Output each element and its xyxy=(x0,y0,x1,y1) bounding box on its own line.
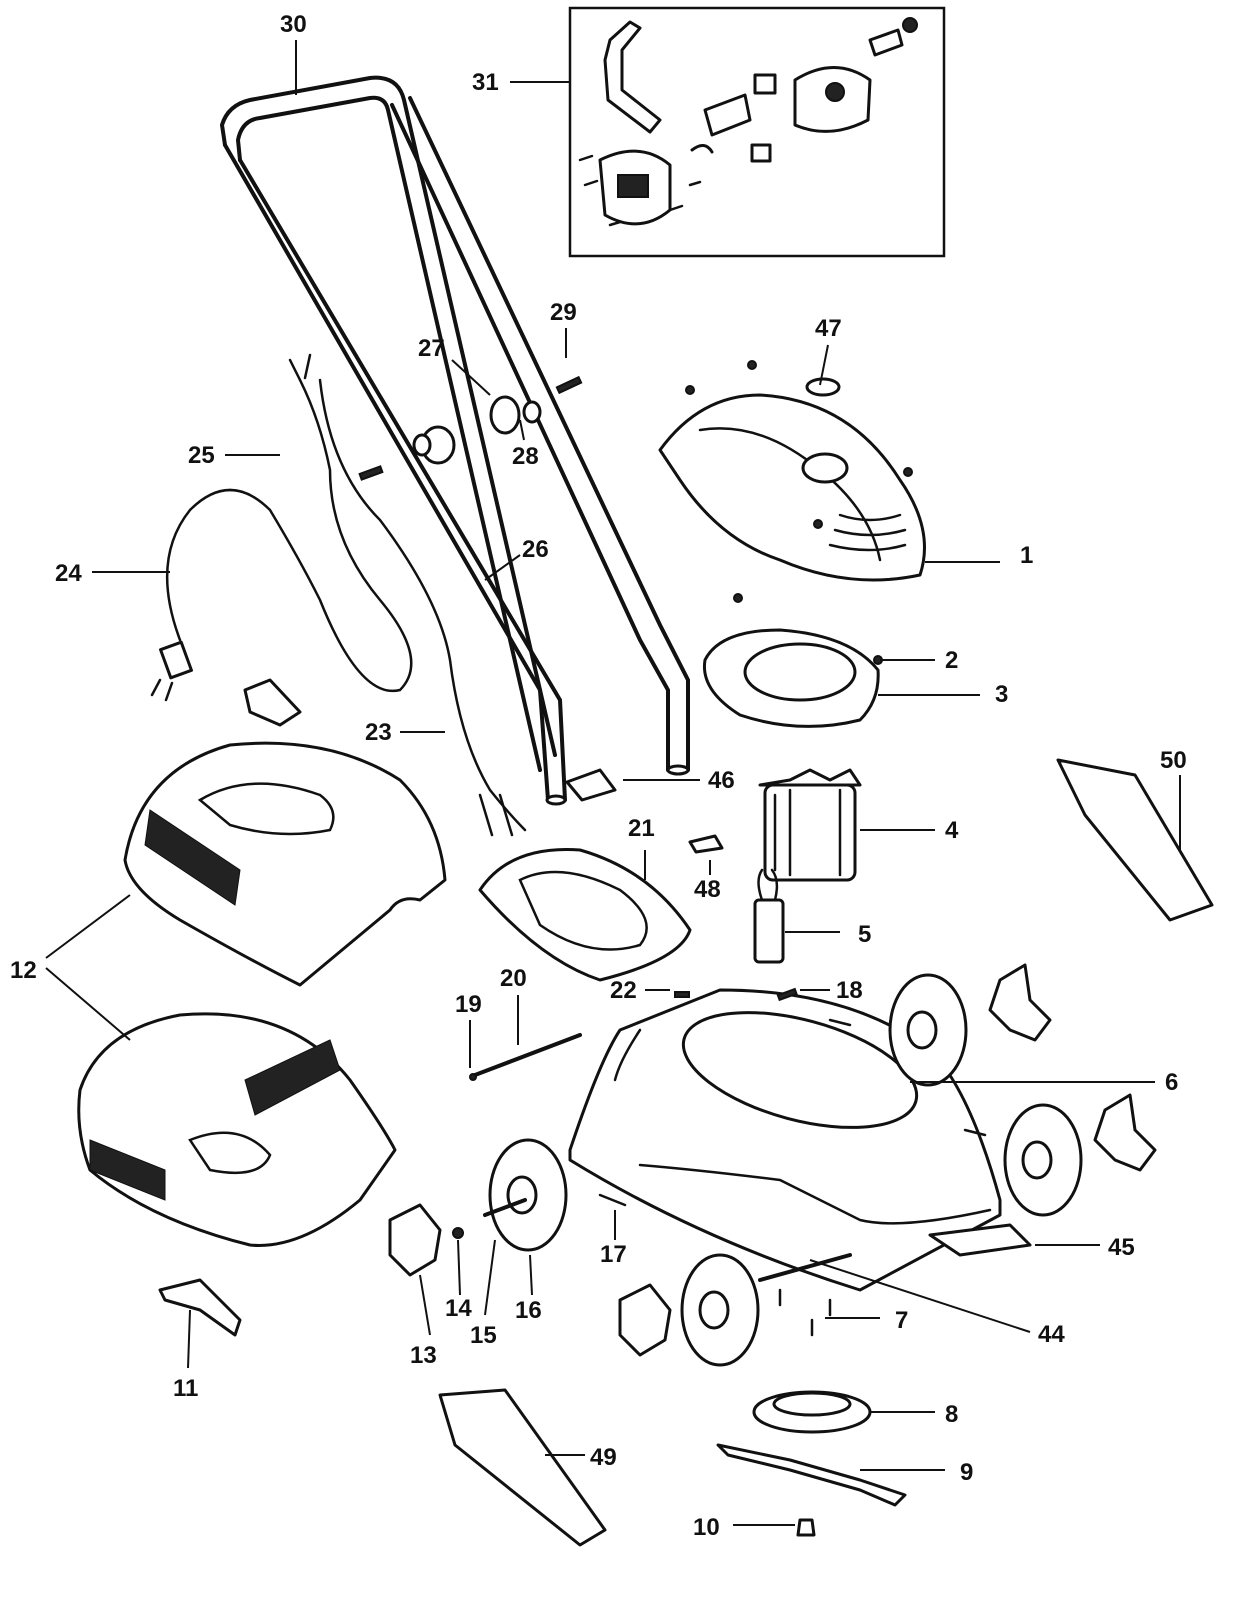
label-20: 20 xyxy=(500,965,527,992)
fan-cover xyxy=(702,593,883,728)
grass-box xyxy=(77,741,447,1247)
mower-deck xyxy=(568,988,1002,1292)
label-31: 31 xyxy=(472,69,499,96)
clip-part xyxy=(158,1278,242,1337)
label-14: 14 xyxy=(445,1295,472,1322)
label-5: 5 xyxy=(858,921,871,948)
label-21: 21 xyxy=(628,815,655,842)
label-44: 44 xyxy=(1038,1321,1065,1348)
label-49: 49 xyxy=(590,1444,617,1471)
label-30: 30 xyxy=(280,11,307,38)
label-4: 4 xyxy=(945,817,959,844)
label-23: 23 xyxy=(365,719,392,746)
label-11: 11 xyxy=(173,1375,198,1402)
label-12: 12 xyxy=(10,957,37,984)
side-guards xyxy=(438,758,1214,1547)
label-19: 19 xyxy=(455,991,482,1018)
wheels xyxy=(388,963,1157,1367)
label-50: 50 xyxy=(1160,747,1187,774)
label-24: 24 xyxy=(55,560,82,587)
label-27: 27 xyxy=(418,335,445,362)
label-6: 6 xyxy=(1165,1069,1178,1096)
power-cable xyxy=(150,353,527,837)
handle-assembly xyxy=(219,75,690,806)
label-2: 2 xyxy=(945,647,958,674)
label-17: 17 xyxy=(600,1241,627,1268)
switch-assembly-inset xyxy=(568,6,946,258)
label-15: 15 xyxy=(470,1322,497,1349)
label-47: 47 xyxy=(815,315,842,342)
label-48: 48 xyxy=(694,876,721,903)
label-29: 29 xyxy=(550,299,577,326)
label-9: 9 xyxy=(960,1459,973,1486)
small-hardware xyxy=(598,987,987,1337)
label-26: 26 xyxy=(522,536,549,563)
label-25: 25 xyxy=(188,442,215,469)
label-18: 18 xyxy=(836,977,863,1004)
label-3: 3 xyxy=(995,681,1008,708)
small-plates xyxy=(565,768,724,854)
cover-plate xyxy=(478,848,692,982)
handle-fasteners xyxy=(358,375,583,481)
label-10: 10 xyxy=(693,1514,720,1541)
leader-lines xyxy=(45,40,1181,1526)
label-22: 22 xyxy=(610,977,637,1004)
axle xyxy=(469,1033,582,1081)
label-1: 1 xyxy=(1020,542,1033,569)
label-46: 46 xyxy=(708,767,735,794)
label-7: 7 xyxy=(895,1307,908,1334)
label-28: 28 xyxy=(512,443,539,470)
motor-cover-upper xyxy=(658,360,926,582)
part-labels: 30 31 29 47 27 28 25 26 24 1 2 3 23 46 5… xyxy=(10,11,1187,1541)
motor xyxy=(753,768,862,964)
label-13: 13 xyxy=(410,1342,437,1369)
blade-assembly xyxy=(716,1390,907,1537)
label-8: 8 xyxy=(945,1401,958,1428)
label-45: 45 xyxy=(1108,1234,1135,1261)
label-16: 16 xyxy=(515,1297,542,1324)
front-bar xyxy=(758,1223,1032,1282)
